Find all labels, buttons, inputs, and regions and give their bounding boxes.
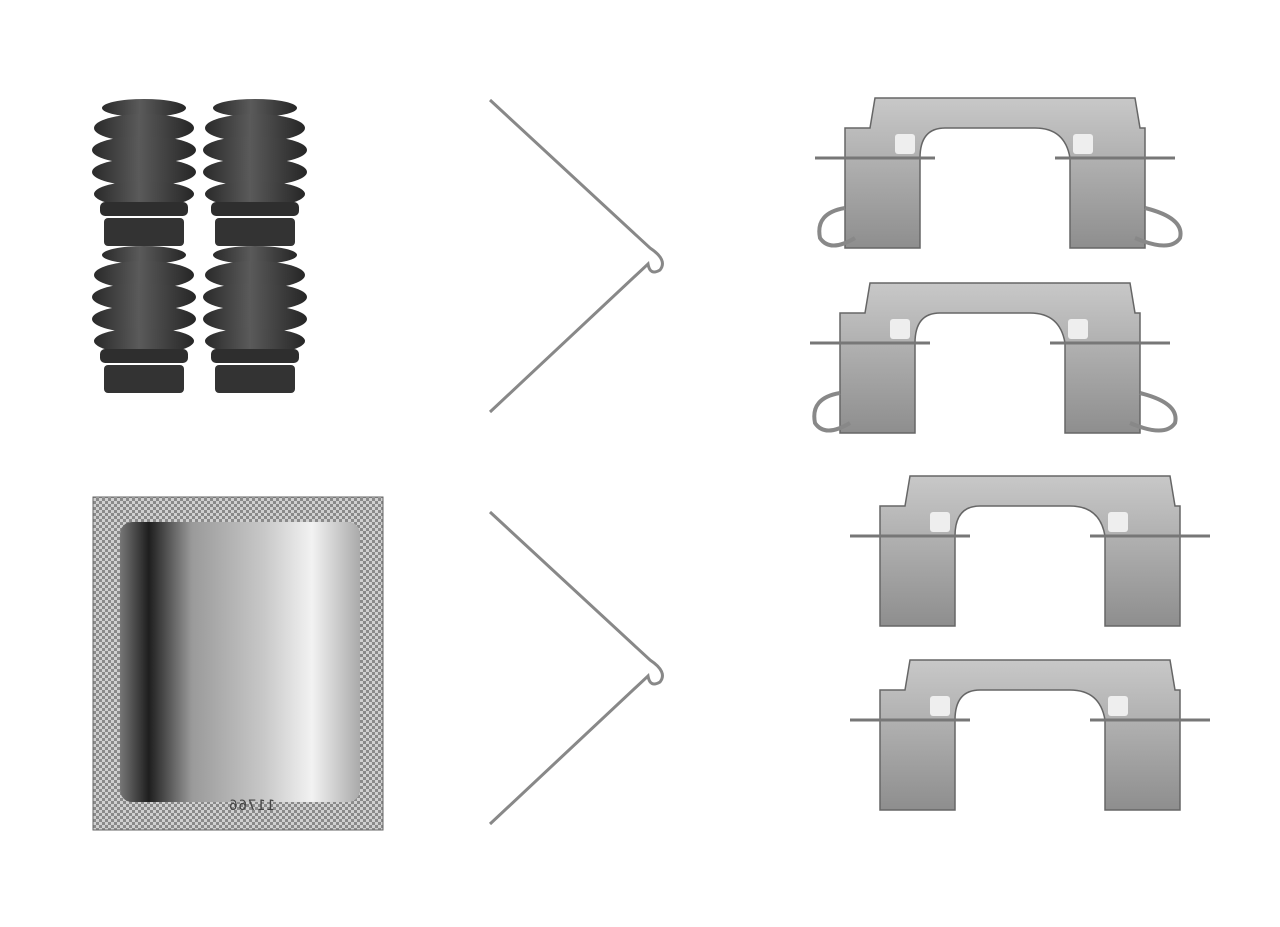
rubber-boots [92,99,307,393]
rubber-boot [203,99,307,246]
anti-rattle-spring [488,510,664,826]
pad-clip [815,98,1181,248]
packet-print: 11766 [228,798,276,814]
pad-clip [848,474,1212,628]
rubber-boot [92,99,196,246]
grease-packet [92,496,384,831]
rubber-boot [92,246,196,393]
pad-clip [848,658,1212,812]
rubber-boot [203,246,307,393]
pad-clip [810,283,1176,433]
anti-rattle-spring [488,98,664,414]
